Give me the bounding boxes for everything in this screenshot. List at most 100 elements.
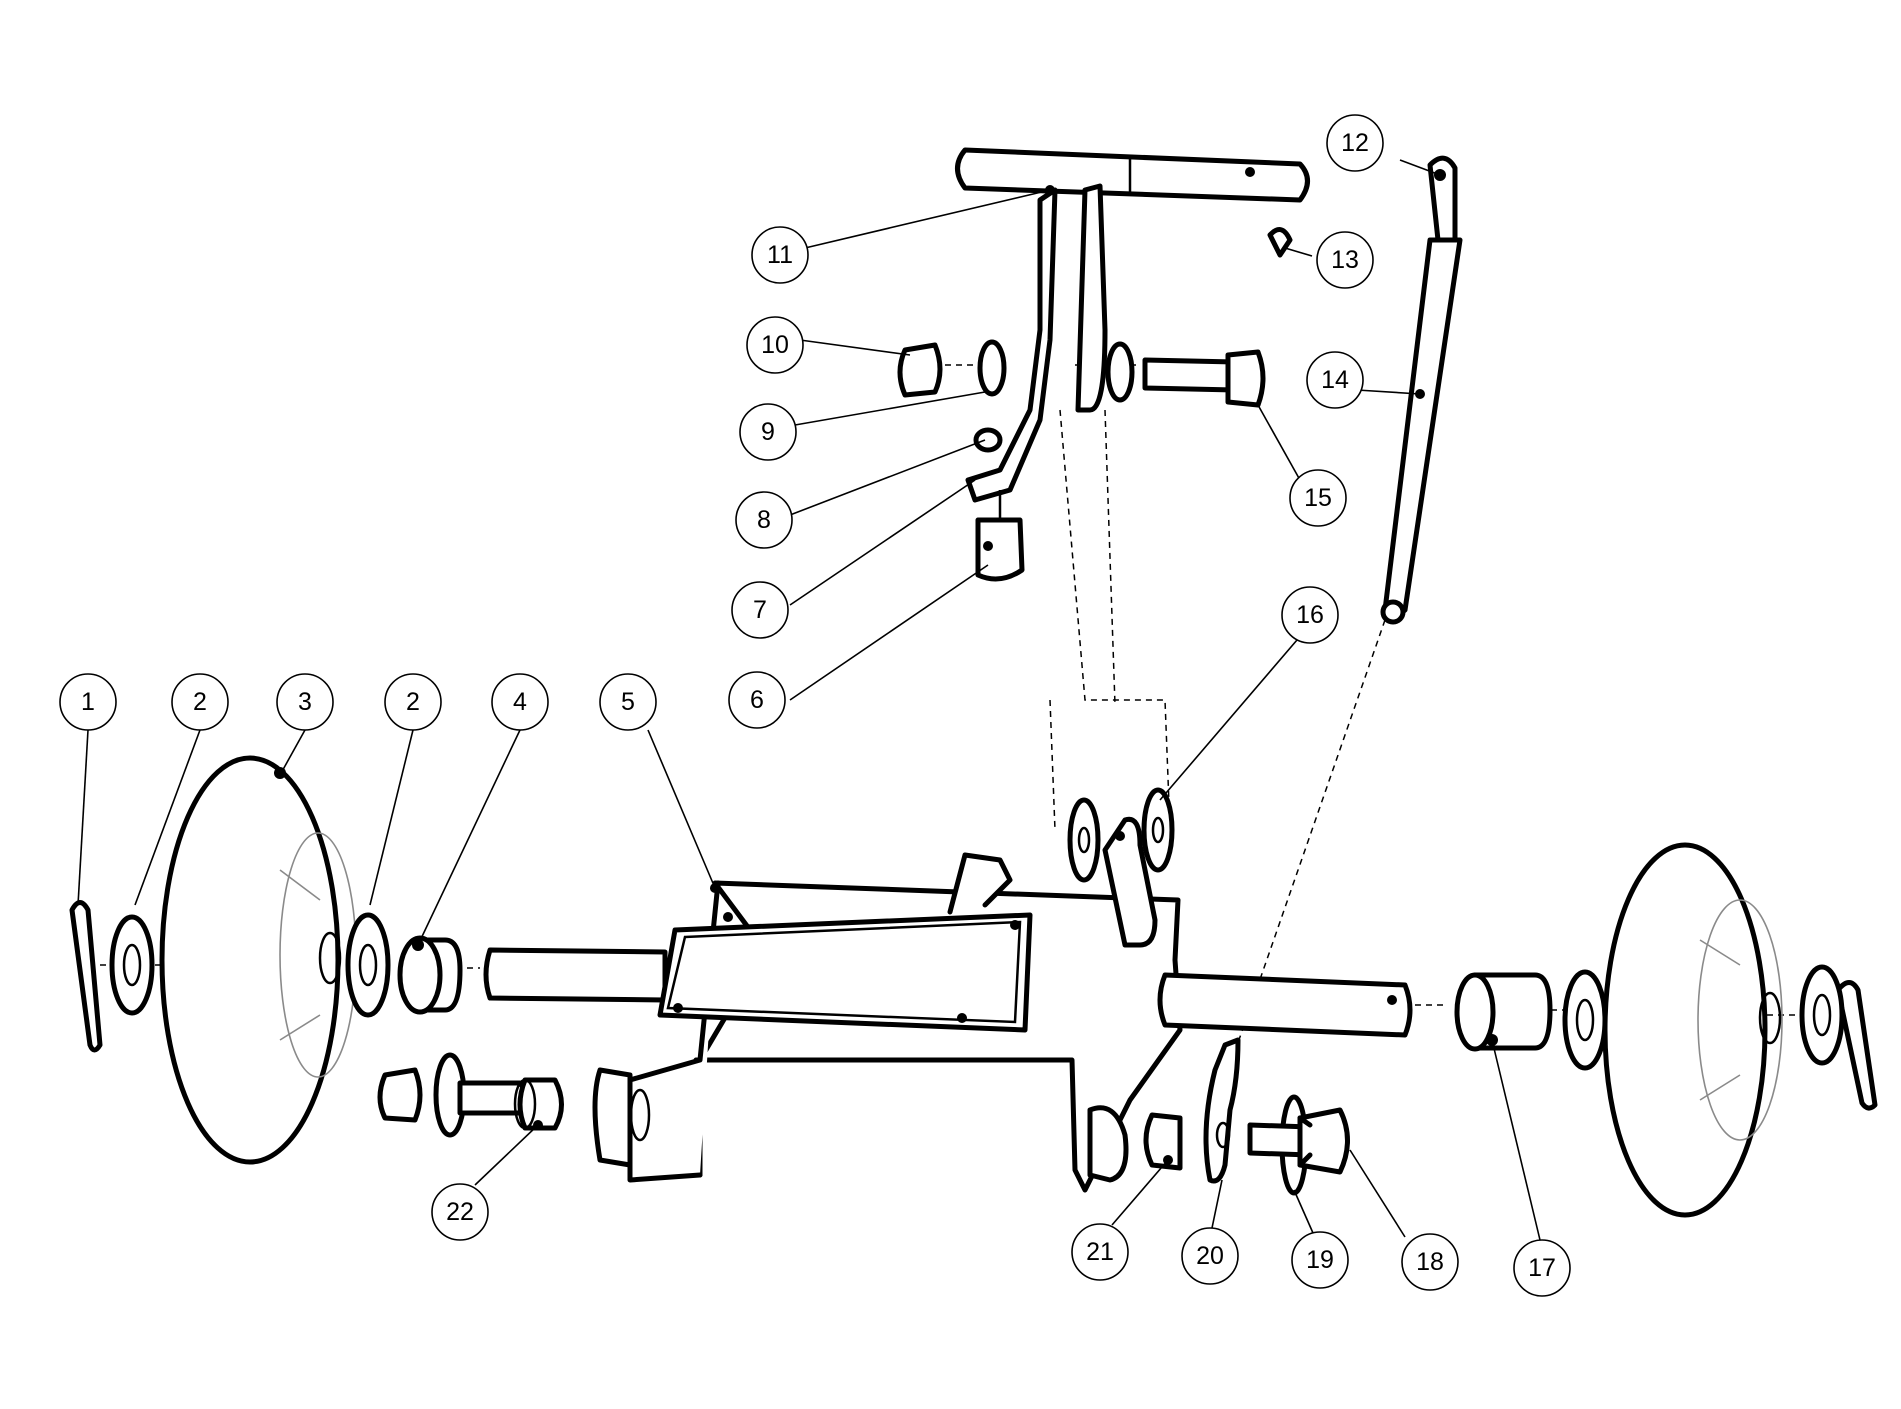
callout-number: 19: [1306, 1246, 1334, 1274]
callout-number: 10: [761, 331, 789, 359]
callout-number: 11: [767, 241, 793, 269]
lower-hardware: [1143, 1037, 1350, 1196]
callout-circle: [731, 581, 789, 639]
callout-circle: [1289, 469, 1347, 527]
callout-circle: [751, 226, 809, 284]
callout-circle: [647, 729, 716, 889]
callout-17: 17: [1513, 1239, 1571, 1297]
callout-circle: [384, 673, 442, 731]
callout-circle: [789, 564, 989, 701]
callout-number: 22: [446, 1198, 474, 1226]
callout-number: 2: [193, 688, 207, 716]
callout-circle: [171, 673, 229, 731]
callout-circle: [1181, 1227, 1239, 1285]
callout-2-left: 2: [171, 673, 229, 731]
callout-number: 6: [750, 686, 764, 714]
callout-circle: [491, 673, 549, 731]
callout-number: 9: [761, 418, 775, 446]
callout-number: 16: [1296, 601, 1324, 629]
callout-number: 5: [621, 688, 635, 716]
callout-bubbles: 1 2 3 2 4 5 6 7 8 9 10 11 12 13 14 15 16…: [59, 114, 1571, 1297]
callout-circle: [1071, 1223, 1129, 1281]
axle-left-end: [483, 947, 668, 1003]
callout-22: 22: [431, 1183, 489, 1241]
callout-circle: [1211, 1179, 1223, 1229]
callout-3: 3: [276, 673, 334, 731]
callout-circle: [799, 339, 911, 356]
left-cotter-pin: [69, 900, 103, 1053]
callout-number: 12: [1341, 129, 1369, 157]
callout-21: 21: [1071, 1223, 1129, 1281]
callout-number: 2: [406, 688, 420, 716]
callout-6: 6: [728, 671, 786, 729]
callout-circle: [77, 729, 89, 906]
upper-handle: [897, 147, 1310, 582]
callout-number: 8: [757, 506, 771, 534]
callout-11: 11: [751, 226, 809, 284]
callout-number: 4: [513, 688, 527, 716]
callout-circle: [59, 673, 117, 731]
callout-number: 18: [1416, 1248, 1444, 1276]
callout-number: 20: [1196, 1242, 1224, 1270]
callout-12: 12: [1326, 114, 1384, 172]
callout-circle: [789, 479, 976, 606]
callout-circle: [1159, 639, 1298, 801]
callout-19: 19: [1291, 1231, 1349, 1289]
callout-circle: [1316, 231, 1374, 289]
callout-number: 13: [1331, 246, 1359, 274]
callout-circle: [1326, 114, 1384, 172]
left-bolt-bushing: [377, 1052, 564, 1138]
callout-circle: [739, 403, 797, 461]
right-wheel: [1602, 842, 1783, 1218]
callout-number: 17: [1528, 1254, 1556, 1282]
callout-circle: [789, 439, 986, 516]
callout-4: 4: [491, 673, 549, 731]
callout-circle: [369, 729, 414, 906]
callout-circle: [1293, 1189, 1314, 1234]
callout-circle: [1291, 1231, 1349, 1289]
frame: [592, 852, 1183, 1193]
support-rod: [1380, 155, 1463, 625]
callout-circle: [1111, 1159, 1169, 1226]
callout-number: 7: [753, 596, 767, 624]
callout-circle: [794, 391, 986, 426]
callout-number: 21: [1086, 1238, 1114, 1266]
callout-5: 5: [599, 673, 657, 731]
callout-circle: [1281, 586, 1339, 644]
callout-circle: [417, 729, 521, 946]
callout-circle: [134, 729, 201, 906]
left-axle-bushing: [397, 935, 463, 1015]
callout-number: 3: [298, 688, 312, 716]
callout-16: 16: [1281, 586, 1339, 644]
callout-circle: [1284, 247, 1313, 257]
callout-circle: [1399, 159, 1441, 176]
callout-circle: [728, 671, 786, 729]
lower-pivot-bracket: [1067, 787, 1175, 948]
callout-8: 8: [735, 491, 793, 549]
callout-circle: [279, 729, 306, 776]
axle-right-end: [1157, 972, 1413, 1038]
callout-circle: [1257, 404, 1301, 481]
callout-circle: [1306, 351, 1364, 409]
callout-10: 10: [746, 316, 804, 374]
callout-circle: [474, 1124, 539, 1186]
callout-circle: [1356, 389, 1421, 395]
callout-circle: [1401, 1233, 1459, 1291]
callout-1: 1: [59, 673, 117, 731]
callout-2-right: 2: [384, 673, 442, 731]
right-axle-bushing: [1454, 972, 1553, 1052]
callout-number: 15: [1304, 484, 1332, 512]
callout-circle: [276, 673, 334, 731]
callout-circle: [1491, 1039, 1541, 1241]
callout-9: 9: [739, 403, 797, 461]
callout-circle: [431, 1183, 489, 1241]
left-wheel: [159, 755, 357, 1165]
right-cotter-pin: [1835, 980, 1878, 1111]
callout-number: 1: [81, 688, 95, 716]
callout-circle: [735, 491, 793, 549]
callout-number: 14: [1321, 366, 1349, 394]
callout-14: 14: [1306, 351, 1364, 409]
callout-15: 15: [1289, 469, 1347, 527]
callout-circle: [804, 189, 1051, 249]
